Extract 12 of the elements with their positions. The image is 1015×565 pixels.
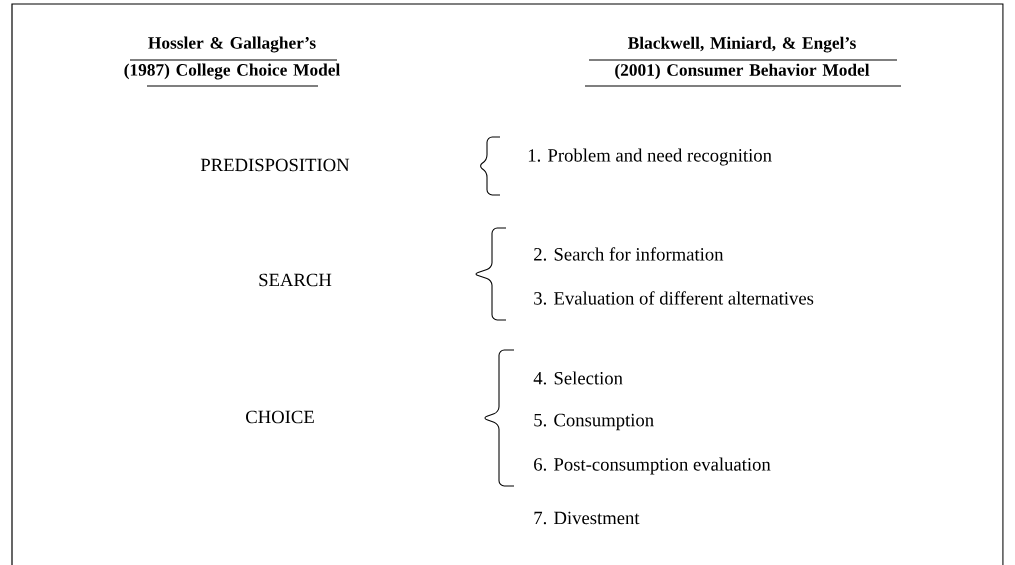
step-label: 6. Post-consumption evaluation — [534, 457, 771, 475]
heading: Hossler & Gallagher’s (1987) College Choice Model — [124, 36, 340, 87]
step-label: 2. Search for information — [534, 247, 724, 261]
step-label: 4. Selection — [533, 371, 623, 385]
stage-label: CHOICE — [246, 410, 314, 424]
stage-label: PREDISPOSITION — [200, 158, 350, 172]
step-label: 7. Divestment — [534, 511, 640, 525]
step-label: 5. Consumption — [534, 413, 654, 431]
step-label: 3. Evaluation of different alternatives — [534, 291, 814, 305]
stage-label: SEARCH — [259, 273, 332, 287]
heading: Blackwell, Miniard, & Engel’s (2001) Consumer Behavior Model — [584, 36, 902, 87]
step-label: 1. Problem and need recognition — [528, 148, 772, 166]
